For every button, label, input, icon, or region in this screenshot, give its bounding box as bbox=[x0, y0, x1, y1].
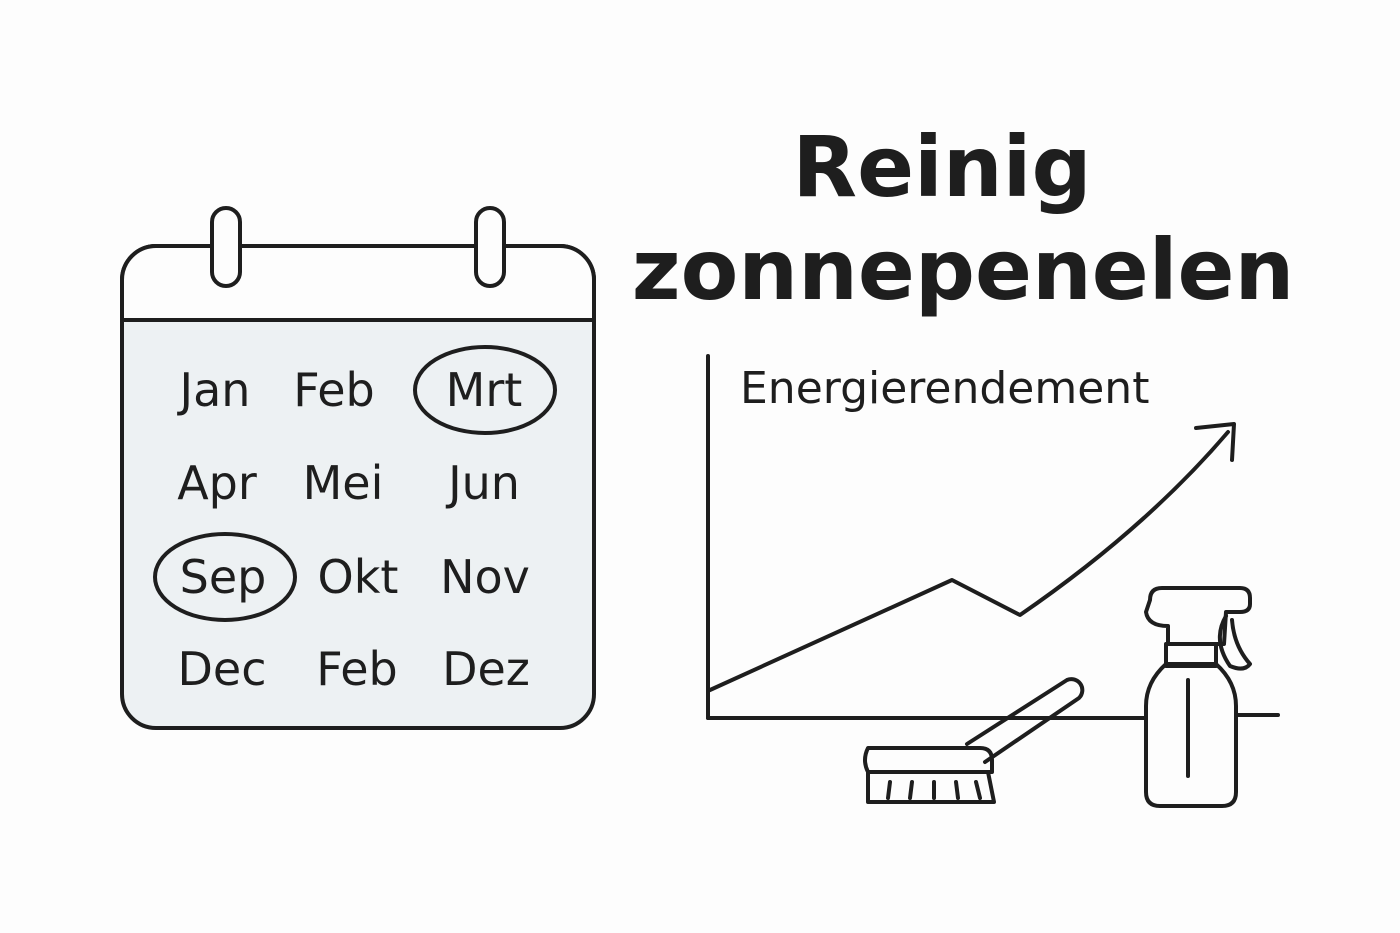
chart-label: Energierendement bbox=[740, 363, 1149, 414]
month-label: Feb bbox=[293, 363, 374, 417]
calendar-ring-right bbox=[474, 206, 506, 288]
brush-handle bbox=[965, 677, 1085, 764]
calendar-icon: Jan Feb Mrt Apr Mei Jun Sep Okt Nov Dec … bbox=[120, 206, 596, 730]
month-label: Nov bbox=[440, 550, 530, 604]
month-label: Feb bbox=[316, 642, 397, 696]
month-label: Jun bbox=[445, 456, 520, 510]
month-label: Jan bbox=[177, 363, 251, 417]
spray-bottle-icon bbox=[1144, 586, 1252, 808]
month-label: Mei bbox=[303, 456, 384, 510]
brush-bristle bbox=[908, 780, 914, 800]
brush-head bbox=[863, 746, 994, 774]
calendar-header bbox=[120, 244, 596, 322]
month-label: Dec bbox=[177, 642, 266, 696]
brush-bristle bbox=[974, 780, 982, 800]
spray-trigger-head bbox=[1144, 586, 1252, 646]
title-line-1: Reinig bbox=[792, 118, 1091, 216]
brush-bristles bbox=[866, 770, 996, 804]
month-label: Okt bbox=[318, 550, 399, 604]
brush-bristle bbox=[954, 780, 960, 800]
cleaning-brush-icon bbox=[863, 677, 1085, 804]
spray-trigger-lever bbox=[1218, 614, 1252, 671]
title-line-2: zonnepenelen bbox=[632, 221, 1295, 319]
month-label: Sep bbox=[180, 550, 267, 604]
month-label: Apr bbox=[177, 456, 257, 510]
energy-yield-chart: Energierendement bbox=[706, 354, 1280, 720]
trend-arrow-head bbox=[1194, 422, 1236, 462]
month-highlight-circle bbox=[153, 532, 297, 622]
calendar-ring-left bbox=[210, 206, 242, 288]
month-label: Dez bbox=[442, 642, 530, 696]
spray-bottle-body bbox=[1144, 662, 1238, 808]
month-label: Mrt bbox=[446, 363, 523, 417]
month-highlight-circle bbox=[413, 345, 557, 435]
brush-bristle bbox=[886, 780, 892, 800]
trend-line bbox=[708, 430, 1230, 692]
